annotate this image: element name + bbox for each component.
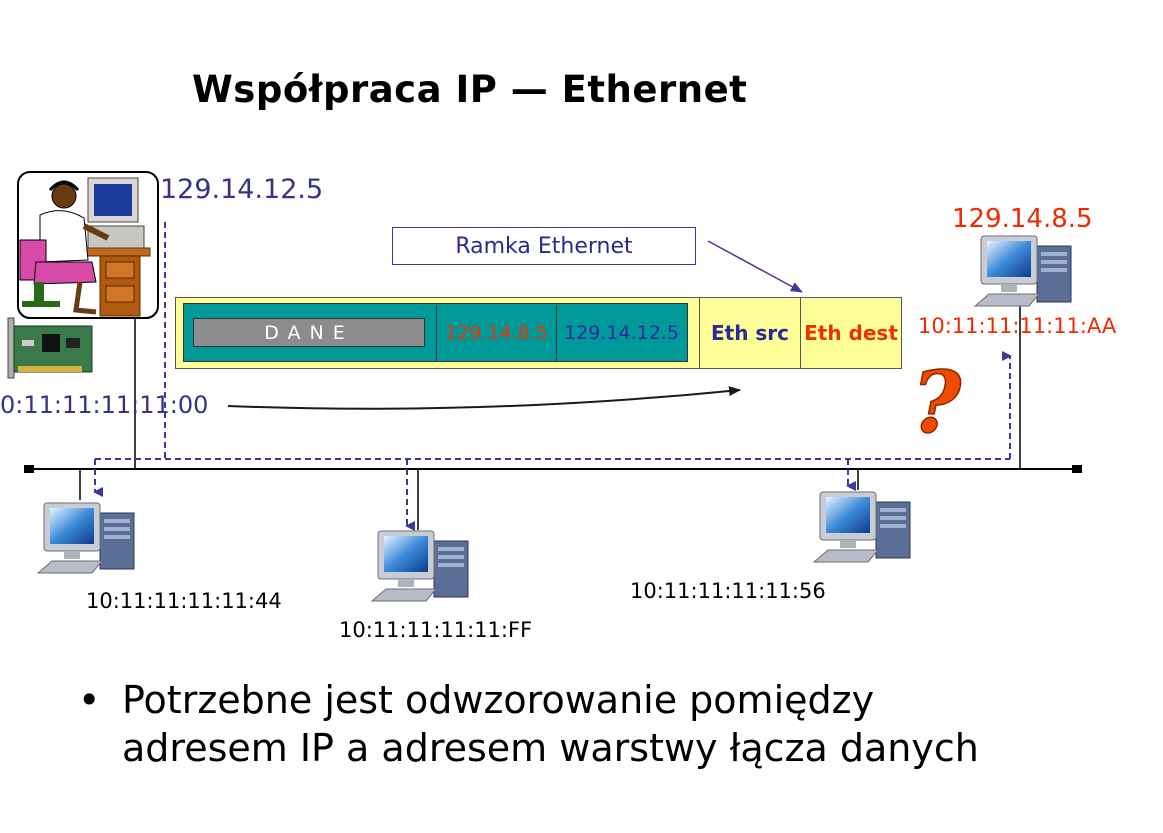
packet-src-ip-field: 129.14.12.5 (556, 305, 686, 361)
frame-label-box: Ramka Ethernet (392, 227, 696, 265)
host-3-computer-icon (813, 491, 911, 563)
eth-dest-field: Eth dest (800, 298, 901, 368)
network-card-icon (7, 317, 93, 379)
target-computer-icon (974, 235, 1072, 307)
host-1-mac-label: 10:11:11:11:11:44 (86, 589, 282, 613)
bus-terminator-left (24, 465, 34, 473)
sender-ip-label: 129.14.12.5 (160, 174, 324, 205)
eth-src-field: Eth src (699, 298, 800, 368)
data-field: DANE (193, 318, 425, 347)
bullet-dot: • (78, 678, 101, 722)
broadcast-path (93, 222, 1012, 531)
target-mac-label: 10:11:11:11:11:AA (918, 314, 1117, 338)
sender-mac-label: 0:11:11:11:11:00 (0, 391, 209, 419)
host-2-computer-icon (371, 530, 469, 602)
bullet-line-2: adresem IP a adresem warstwy łącza danyc… (122, 726, 979, 770)
sender-user-icon (17, 171, 159, 319)
host-3-mac-label: 10:11:11:11:11:56 (630, 579, 826, 603)
bullet-line-1: Potrzebne jest odwzorowanie pomiędzy (122, 678, 875, 722)
target-ip-label: 129.14.8.5 (952, 204, 1093, 234)
host-2-mac-label: 10:11:11:11:11:FF (339, 618, 533, 642)
label-pointer-arrow (707, 240, 803, 293)
mac-to-ethsrc-arrow (227, 386, 741, 410)
bus-terminator-right (1072, 465, 1082, 473)
page-title: Współpraca IP — Ethernet (192, 68, 748, 111)
host-1-computer-icon (37, 502, 135, 574)
packet-dest-ip-field: 129.14.8.5 (436, 305, 556, 361)
question-mark: ? (912, 353, 962, 452)
